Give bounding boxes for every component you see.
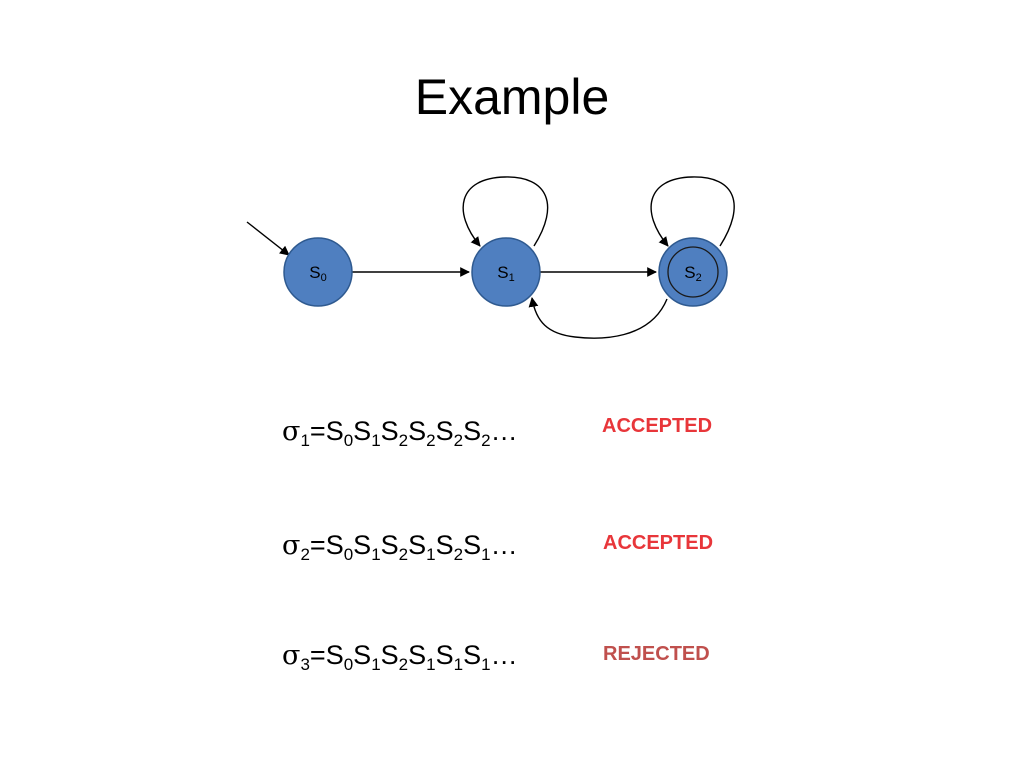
run-2-verdict: ACCEPTED: [603, 532, 714, 554]
state-s0-label: S0: [309, 263, 327, 284]
run-1-sequence: σ1=S0S1S2S2S2S2…: [282, 416, 518, 450]
state-s0-node: [283, 237, 353, 307]
state-s2-accepting-ring: [667, 246, 719, 298]
edge-s1-self-loop: [462, 176, 549, 247]
edge-s2-s1: [528, 297, 668, 339]
state-s2-label: S2: [684, 263, 702, 284]
state-s2-node: [658, 237, 728, 307]
slide-title: Example: [414, 69, 610, 125]
edge-s2-self-loop: [650, 176, 735, 247]
initial-arrow: [246, 221, 290, 256]
run-3-verdict: REJECTED: [603, 643, 710, 665]
run-1-verdict: ACCEPTED: [602, 415, 713, 437]
state-s1-label: S1: [497, 263, 515, 284]
state-s1-node: [471, 237, 541, 307]
run-2-sequence: σ2=S0S1S2S1S2S1…: [282, 530, 518, 564]
run-3-sequence: σ3=S0S1S2S1S1S1…: [282, 640, 518, 674]
